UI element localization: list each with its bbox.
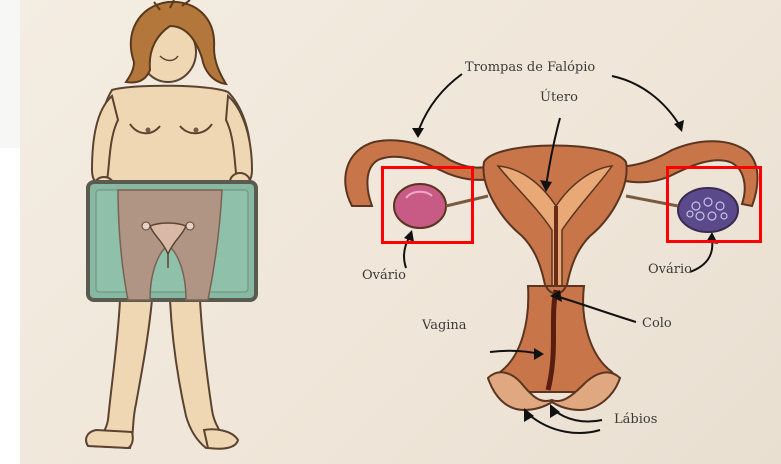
arrow-ovary-right [690,240,712,272]
arrow-tubes-right [612,76,680,126]
label-vagina: Vagina [422,318,467,333]
label-uterus: Útero [540,90,578,105]
highlight-box-ovary-left [381,166,474,244]
arrow-labia-right [554,410,602,422]
reproductive-system-diagram [345,74,757,433]
figure-legs [92,300,232,448]
label-ovary-left: Ovário [362,268,406,283]
label-fallopian-tubes: Trompas de Falópio [465,60,595,75]
female-figure [86,0,256,449]
arrow-tubes-left [418,74,462,132]
label-cervix: Colo [642,316,672,331]
label-ovary-right: Ovário [648,262,692,277]
label-labia: Lábios [614,412,657,427]
highlight-box-ovary-right [666,166,762,243]
